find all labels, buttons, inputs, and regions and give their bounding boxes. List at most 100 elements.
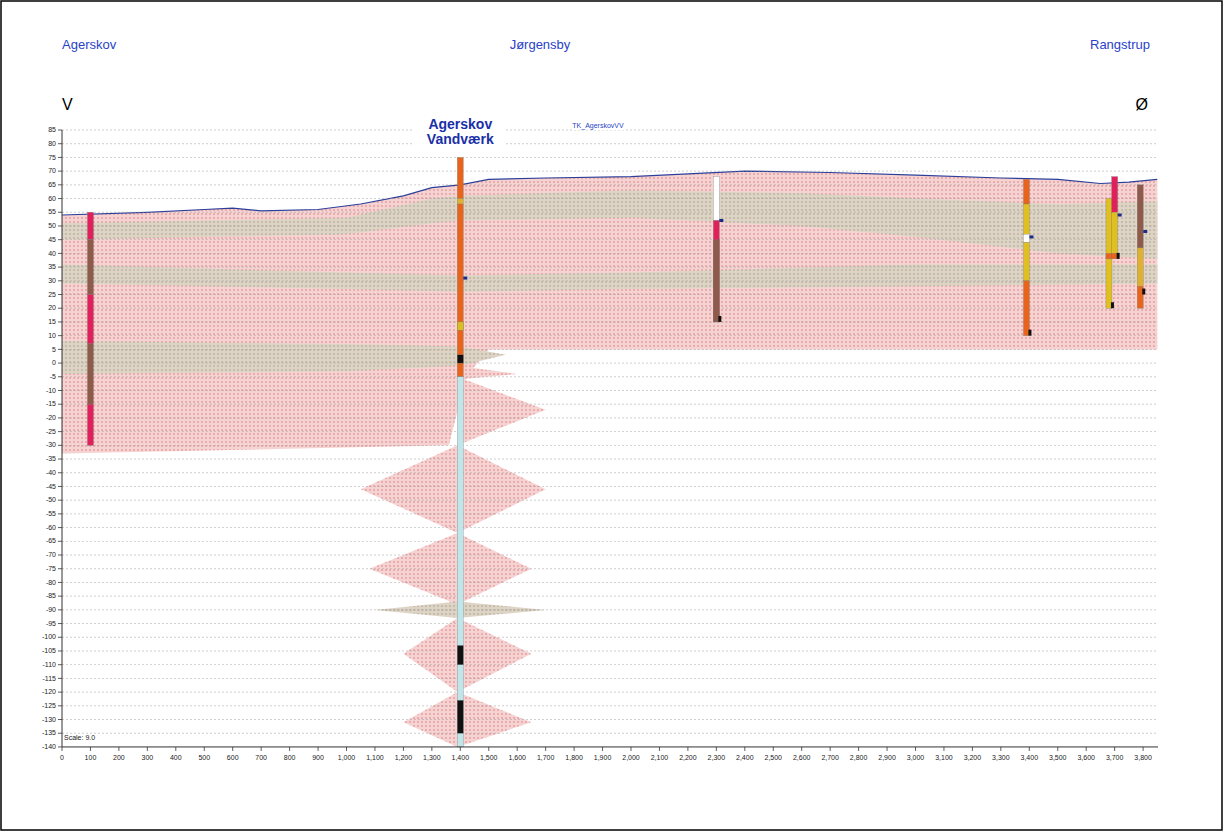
y-tick <box>58 719 62 720</box>
y-tick <box>58 650 62 651</box>
x-tick-label: 3,400 <box>1021 754 1039 762</box>
x-tick-label: 2,800 <box>850 754 868 762</box>
grid-line <box>62 582 1158 583</box>
grid-line <box>62 623 1158 624</box>
borehole-segment <box>1023 281 1029 336</box>
grid-line <box>62 321 1158 322</box>
borehole-segment <box>457 322 463 330</box>
y-tick <box>58 513 62 514</box>
x-tick-label: 700 <box>255 754 267 762</box>
y-tick-label: -110 <box>43 661 57 669</box>
y-tick <box>58 486 62 487</box>
y-tick <box>58 472 62 473</box>
y-tick-label: -35 <box>46 455 56 463</box>
x-tick-label: 3,600 <box>1077 754 1095 762</box>
x-tick <box>289 747 290 751</box>
place-name: Jørgensby <box>510 38 571 52</box>
x-tick <box>204 747 205 751</box>
layer-wedge <box>432 366 517 380</box>
y-tick-label: -20 <box>46 414 56 422</box>
x-tick-label: 3,200 <box>964 754 982 762</box>
x-tick <box>488 747 489 751</box>
y-tick-label: -55 <box>46 510 56 518</box>
y-tick <box>58 459 62 460</box>
grid-line <box>62 349 1158 350</box>
x-tick <box>1114 747 1115 751</box>
y-tick <box>58 267 62 268</box>
borehole-segment <box>713 177 719 221</box>
x-tick-label: 1,200 <box>395 754 413 762</box>
x-tick <box>374 747 375 751</box>
y-tick <box>58 623 62 624</box>
x-tick <box>90 747 91 751</box>
grid-line <box>62 239 1158 240</box>
scale-label: Scale: 9.0 <box>64 734 95 742</box>
grid-line <box>62 513 1158 514</box>
x-tick-label: 600 <box>227 754 239 762</box>
x-tick <box>915 747 916 751</box>
y-tick <box>58 664 62 665</box>
y-tick-label: -130 <box>42 716 56 724</box>
y-tick-label: -105 <box>42 647 56 655</box>
y-tick-label: -85 <box>46 592 56 600</box>
y-tick-label: 25 <box>48 291 56 299</box>
borehole-segment <box>87 212 93 239</box>
x-tick-label: 3,800 <box>1134 754 1152 762</box>
y-tick-label: 0 <box>52 359 56 367</box>
y-tick-label: 60 <box>48 195 56 203</box>
x-tick-label: 200 <box>113 754 125 762</box>
x-tick <box>318 747 319 751</box>
y-tick <box>58 500 62 501</box>
borehole-segment <box>457 157 463 198</box>
terrain-line <box>62 171 1157 215</box>
y-tick-label: -15 <box>46 400 56 408</box>
y-tick <box>58 692 62 693</box>
borehole-segment <box>457 645 463 664</box>
y-tick <box>58 390 62 391</box>
grid-line <box>62 363 1158 364</box>
grid-line <box>62 719 1158 720</box>
layer-wedge <box>458 377 546 446</box>
screen-marker <box>1028 330 1031 336</box>
x-tick <box>1000 747 1001 751</box>
x-tick-label: 2,100 <box>651 754 669 762</box>
y-tick-label: -40 <box>46 469 56 477</box>
y-tick <box>58 555 62 556</box>
place-name: Agerskov <box>62 38 116 52</box>
borehole-segment <box>1112 177 1118 213</box>
x-tick-label: 100 <box>85 754 97 762</box>
grid-line <box>62 171 1158 172</box>
x-tick <box>517 747 518 751</box>
water-level-marker <box>1029 235 1033 238</box>
y-tick <box>58 733 62 734</box>
x-tick <box>801 747 802 751</box>
x-tick-label: 800 <box>284 754 296 762</box>
x-tick-label: 3,700 <box>1106 754 1124 762</box>
grid-line <box>62 459 1158 460</box>
borehole-segment <box>457 377 463 747</box>
x-tick-label: 400 <box>170 754 182 762</box>
y-tick <box>58 335 62 336</box>
x-tick <box>1029 747 1030 751</box>
x-tick-label: 900 <box>312 754 324 762</box>
y-axis <box>62 130 63 747</box>
borehole-segment <box>1137 185 1143 248</box>
clay-layer <box>62 341 506 374</box>
y-tick-label: 20 <box>48 304 56 312</box>
direction-label: V <box>62 96 73 114</box>
y-tick-label: 55 <box>48 208 56 216</box>
grid-line <box>62 376 1158 377</box>
screen-marker <box>1142 289 1145 295</box>
y-tick-label: -65 <box>46 537 56 545</box>
grid-line <box>62 472 1158 473</box>
y-tick <box>58 212 62 213</box>
x-tick-label: 3,300 <box>992 754 1010 762</box>
x-tick-label: 3,100 <box>935 754 953 762</box>
y-tick <box>58 431 62 432</box>
x-tick <box>687 747 688 751</box>
y-tick <box>58 280 62 281</box>
x-tick-label: 500 <box>198 754 210 762</box>
water-level-marker <box>1143 230 1147 233</box>
grid-line <box>62 527 1158 528</box>
y-tick <box>58 568 62 569</box>
